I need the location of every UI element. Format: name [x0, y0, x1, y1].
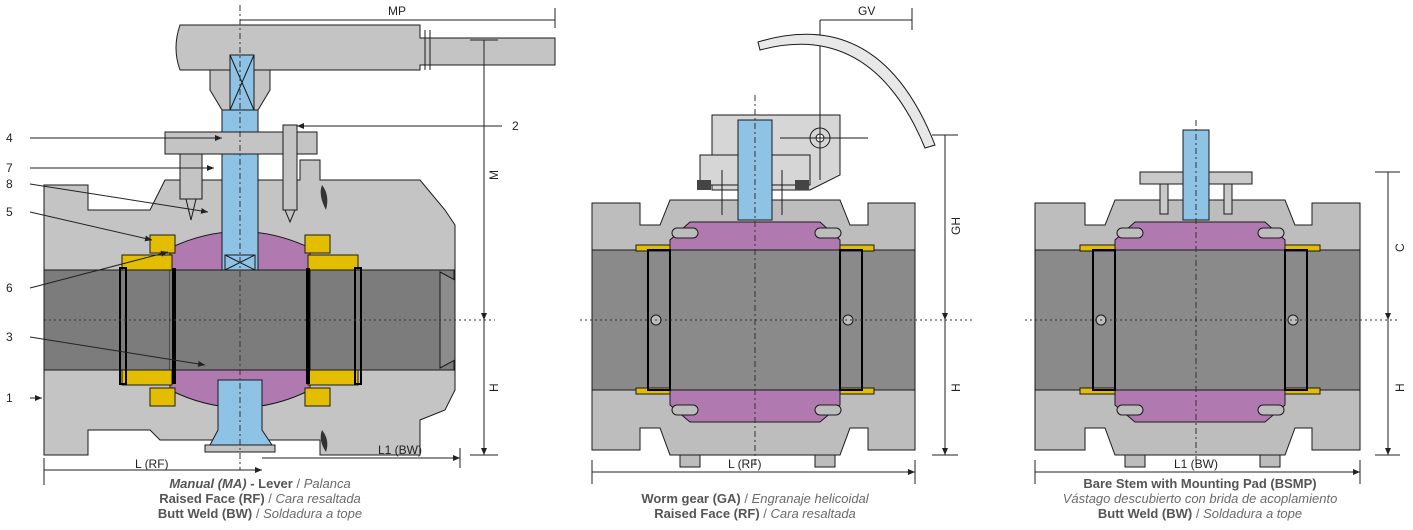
- caption-bare: Bare Stem with Mounting Pad (BSMP) Vásta…: [1000, 476, 1400, 521]
- part-label-4: 4: [6, 131, 13, 145]
- part-label-8: 8: [6, 177, 13, 191]
- dim-l-rf-gear: L (RF): [728, 457, 762, 471]
- caption-manual-slash2: /: [264, 491, 276, 506]
- caption-manual-bw-es: Soldadura a tope: [263, 506, 363, 521]
- dim-gv: GV: [858, 4, 875, 18]
- caption-bare-slash: /: [1192, 506, 1204, 521]
- caption-gear-es: Engranaje helicoidal: [751, 491, 869, 506]
- caption-manual-rf: Raised Face (RF): [159, 491, 265, 506]
- caption-gear: Worm gear (GA) / Engranaje helicoidal Ra…: [560, 491, 950, 521]
- dim-h-gear: H: [949, 383, 963, 392]
- caption-manual-slash3: /: [252, 506, 264, 521]
- dim-gh: GH: [949, 217, 963, 235]
- caption-gear-slash: /: [740, 491, 752, 506]
- part-label-5: 5: [6, 205, 13, 219]
- caption-bare-bw: Butt Weld (BW): [1097, 506, 1193, 521]
- part-label-7: 7: [6, 161, 13, 175]
- gear-valve-view: [580, 8, 975, 484]
- caption-manual-lever: Lever: [258, 476, 293, 491]
- handwheel-arc: [757, 33, 936, 149]
- part-label-3: 3: [6, 330, 13, 344]
- caption-manual-sep: -: [246, 476, 259, 491]
- caption-manual-es: Palanca: [303, 476, 351, 491]
- caption-bare-es: Vástago descubierto con brida de acoplam…: [1062, 491, 1338, 506]
- dim-mp: MP: [388, 4, 406, 18]
- dim-c: C: [1393, 243, 1407, 252]
- dim-m: M: [487, 170, 501, 180]
- caption-manual-type: Manual (MA): [169, 476, 247, 491]
- caption-gear-slash2: /: [759, 506, 771, 521]
- bare-stem-valve-view: [1025, 120, 1400, 484]
- caption-manual: Manual (MA) - Lever / Palanca Raised Fac…: [60, 476, 460, 521]
- caption-manual-slash: /: [292, 476, 304, 491]
- caption-manual-rf-es: Cara resaltada: [275, 491, 361, 506]
- caption-gear-rf-es: Cara resaltada: [770, 506, 856, 521]
- caption-manual-bw: Butt Weld (BW): [157, 506, 253, 521]
- part-label-1: 1: [6, 391, 13, 405]
- lever: [175, 24, 556, 71]
- dim-l1-bw-bare: L1 (BW): [1174, 457, 1218, 471]
- caption-bare-bw-es: Soldadura a tope: [1203, 506, 1303, 521]
- dim-l1-bw-manual: L1 (BW): [378, 443, 422, 457]
- manual-valve-view: [29, 5, 556, 485]
- caption-bare-type: Bare Stem with Mounting Pad (BSMP): [1083, 476, 1317, 491]
- caption-gear-type: Worm gear (GA): [641, 491, 741, 506]
- part-label-6: 6: [6, 281, 13, 295]
- part-label-2: 2: [512, 119, 519, 133]
- dim-l-rf-manual: L (RF): [135, 457, 169, 471]
- caption-gear-rf: Raised Face (RF): [654, 506, 760, 521]
- dim-h-bare: H: [1393, 383, 1407, 392]
- dim-h-manual: H: [487, 383, 501, 392]
